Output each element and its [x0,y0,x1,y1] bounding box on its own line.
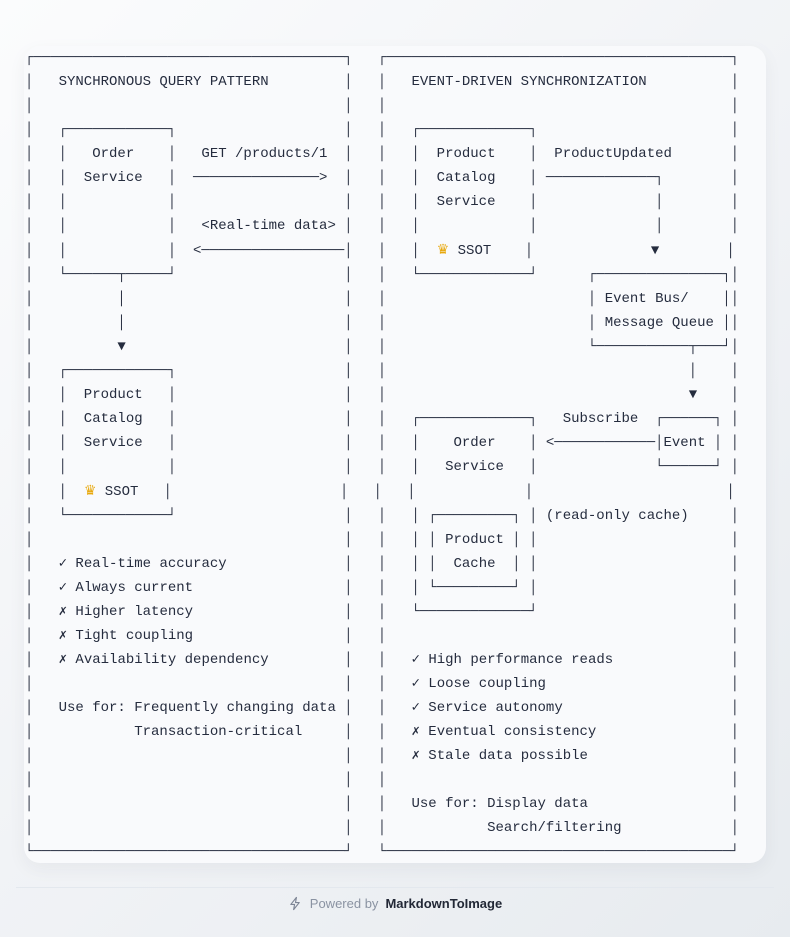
ascii-architecture-diagram: ┌─────────────────────────────────────┐ … [25,50,740,860]
brand-name: MarkdownToImage [385,896,503,911]
footer-divider [16,887,774,888]
diagram-card: ┌─────────────────────────────────────┐ … [24,46,766,863]
crown-emoji: ♛ [436,242,450,258]
lightning-bolt-icon [290,896,300,911]
powered-by-label: Powered by [309,896,379,911]
footer: Powered by MarkdownToImage [0,896,790,911]
crown-emoji: ♛ [83,483,97,499]
